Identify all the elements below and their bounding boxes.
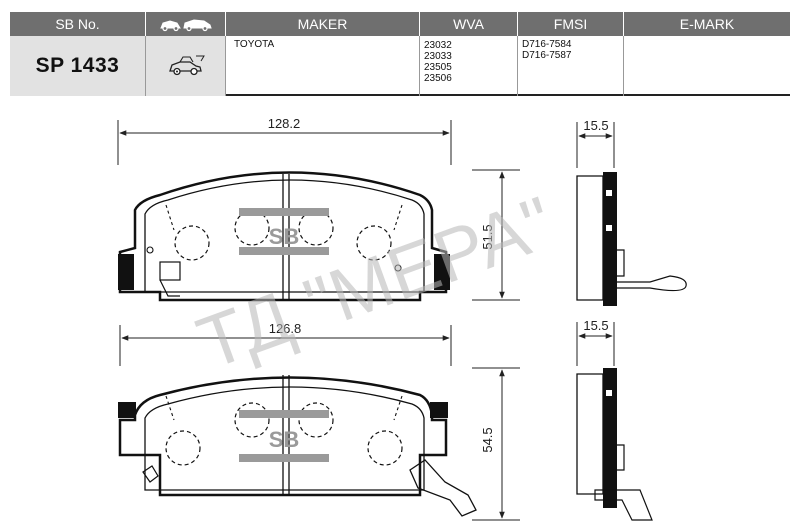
sb-number: SP 1433 [10, 36, 146, 96]
spec-table: SB No. MAKER WVA FMSI E-MARK SP 1433 TOY… [10, 12, 790, 98]
top-pad-side-view [576, 172, 687, 306]
wva-number: 23033 [424, 51, 452, 62]
bottom-pad-side-view [576, 368, 653, 521]
wva-number: 23032 [424, 40, 452, 51]
bottom-height-label: 54.5 [480, 427, 495, 452]
maker-cell: TOYOTA [226, 36, 420, 96]
fmsi-cell: D716-7584 D716-7587 [518, 36, 624, 96]
fmsi-number: D716-7587 [522, 50, 572, 61]
position-cell [146, 36, 226, 96]
top-width-label: 128.2 [268, 116, 301, 131]
top-pad-front-view [118, 171, 450, 302]
fmsi-number: D716-7584 [522, 39, 572, 50]
maker-name: TOYOTA [234, 39, 275, 50]
top-height-label: 51.5 [480, 224, 495, 249]
bottom-width-dimension [119, 325, 452, 366]
header-fmsi: FMSI [518, 12, 624, 36]
header-vehicle-icons [146, 12, 226, 36]
wva-number: 23506 [424, 73, 452, 84]
bottom-width-label: 126.8 [269, 321, 302, 336]
wva-cell: 23032 23033 23505 23506 [420, 36, 518, 96]
product-row [10, 36, 790, 96]
front-car-icon [168, 55, 205, 76]
top-thickness-dimension [576, 122, 615, 168]
bottom-sb-logo: SB [239, 410, 329, 462]
top-height-dimension [472, 169, 520, 301]
top-thickness-label: 15.5 [583, 118, 608, 133]
bottom-thickness-label: 15.5 [583, 318, 608, 333]
brake-pad-drawing: SB 128.2 51.5 15.5 [117, 116, 687, 521]
top-sb-logo: SB [239, 208, 329, 255]
header-wva: WVA [420, 12, 518, 36]
bottom-thickness-dimension [576, 322, 615, 366]
e-mark-cell [624, 36, 790, 96]
bottom-logo-text: SB [269, 427, 300, 452]
bottom-height-dimension [472, 367, 520, 521]
header-sb-no: SB No. [10, 12, 146, 36]
header-e-mark: E-MARK [624, 12, 790, 36]
car-icons [159, 19, 212, 32]
wva-number: 23505 [424, 62, 452, 73]
top-logo-text: SB [269, 224, 300, 249]
top-width-dimension [117, 120, 452, 165]
header-maker: MAKER [226, 12, 420, 36]
bottom-pad-front-view [118, 375, 477, 517]
